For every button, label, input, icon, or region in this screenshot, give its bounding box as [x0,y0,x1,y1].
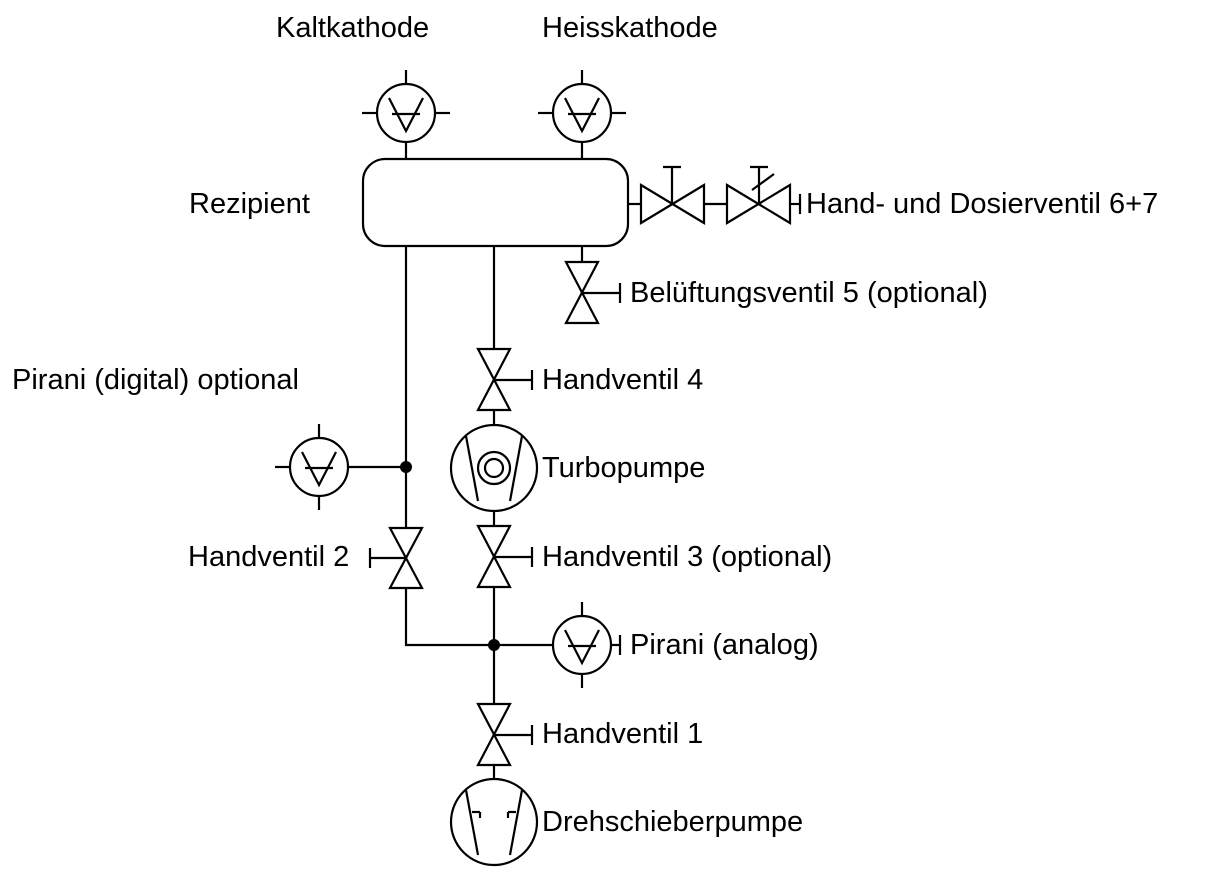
handventil-2-valve-icon [368,526,424,590]
handventil-3-label: Handventil 3 (optional) [542,541,833,573]
hand-dosierventil-label: Hand- und Dosierventil 6+7 [806,188,1159,220]
rezipient-chamber [361,157,630,248]
dosierventil-7-valve-icon [725,165,792,225]
handventil-6-valve-icon [639,165,706,225]
kaltkathode-gauge-icon [362,70,450,159]
pirani-analog-gauge-icon [494,602,622,688]
pirani-digital-gauge-icon [275,424,406,510]
handventil-3-valve-icon [476,524,534,589]
belueftungsventil-label: Belüftungsventil 5 (optional) [630,277,988,309]
turbopumpe-label: Turbopumpe [542,452,706,484]
pirani-analog-label: Pirani (analog) [630,629,819,661]
heisskathode-gauge-icon [538,70,626,159]
rotary-vane-pump-icon [449,777,539,867]
heisskathode-label: Heisskathode [542,12,718,44]
handventil-1-valve-icon [476,702,534,767]
handventil-4-valve-icon [476,347,534,412]
kaltkathode-label: Kaltkathode [276,12,430,44]
handventil-4-label: Handventil 4 [542,364,704,396]
handventil-1-label: Handventil 1 [542,718,704,750]
pirani-digital-label: Pirani (digital) optional [12,364,299,396]
rezipient-label: Rezipient [189,188,310,220]
belueftungsventil-valve-icon [564,260,622,325]
turbopump-icon [449,423,539,513]
drehschieberpumpe-label: Drehschieberpumpe [542,806,804,838]
handventil-2-label: Handventil 2 [188,541,350,573]
